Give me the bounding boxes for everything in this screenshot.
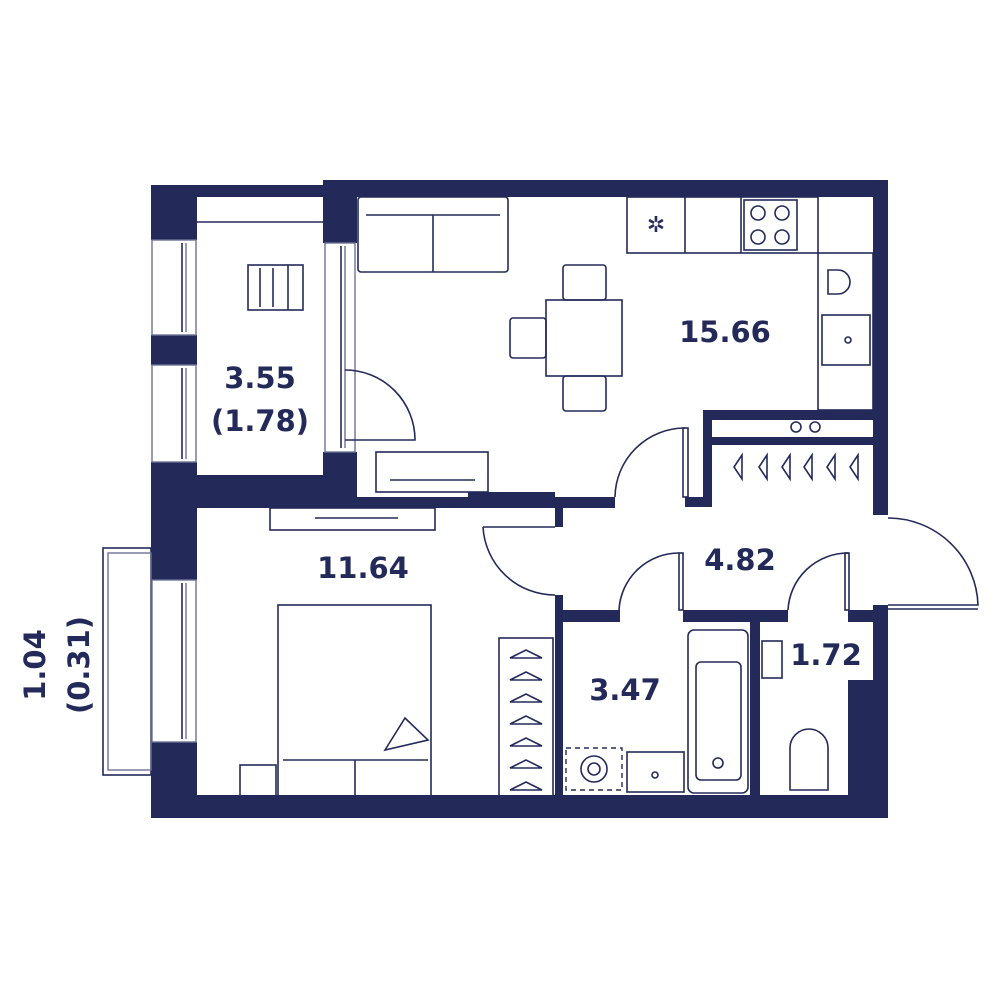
- dishwasher-icon: [827, 269, 851, 295]
- room-area-living-kitchen: 15.66: [679, 315, 771, 349]
- balcony-outline: [102, 547, 152, 776]
- room-area-hallway: 4.82: [704, 543, 776, 577]
- room-area-bathroom: 3.47: [589, 673, 661, 707]
- chair-icon: [247, 264, 304, 311]
- bed-icon: [277, 604, 432, 801]
- furniture: ✲: [239, 196, 874, 801]
- hanger-icons: [509, 452, 859, 791]
- toilet-icon: [789, 728, 829, 791]
- fridge-icon: ✲: [647, 213, 665, 238]
- stove-icon: [743, 199, 798, 251]
- room-reduced-area-loggia: (1.78): [210, 404, 310, 438]
- walls: [151, 180, 888, 818]
- doors: [344, 369, 979, 611]
- room-reduced-area-balcony: (0.31): [62, 615, 96, 715]
- washbasin-icon: [626, 751, 685, 793]
- toilet-sink-icon: [761, 640, 783, 679]
- dining-table-icon: [545, 299, 623, 377]
- wardrobe-icon: [498, 637, 554, 799]
- bedroom-dresser-icon: [269, 507, 436, 531]
- room-area-toilet: 1.72: [790, 638, 862, 672]
- windows: [151, 239, 356, 743]
- room-area-bedroom: 11.64: [317, 551, 409, 585]
- blanket-fold: [383, 716, 430, 752]
- washing-machine-icon: [565, 747, 623, 791]
- dresser-icon: [375, 451, 489, 493]
- room-area-balcony: 1.04: [18, 629, 52, 701]
- room-area-loggia: 3.55: [224, 361, 296, 395]
- sink-icon: [821, 314, 871, 366]
- nightstand-icon: [239, 764, 277, 801]
- bathtub-icon: [687, 629, 749, 794]
- kitchen-counter: [626, 196, 819, 254]
